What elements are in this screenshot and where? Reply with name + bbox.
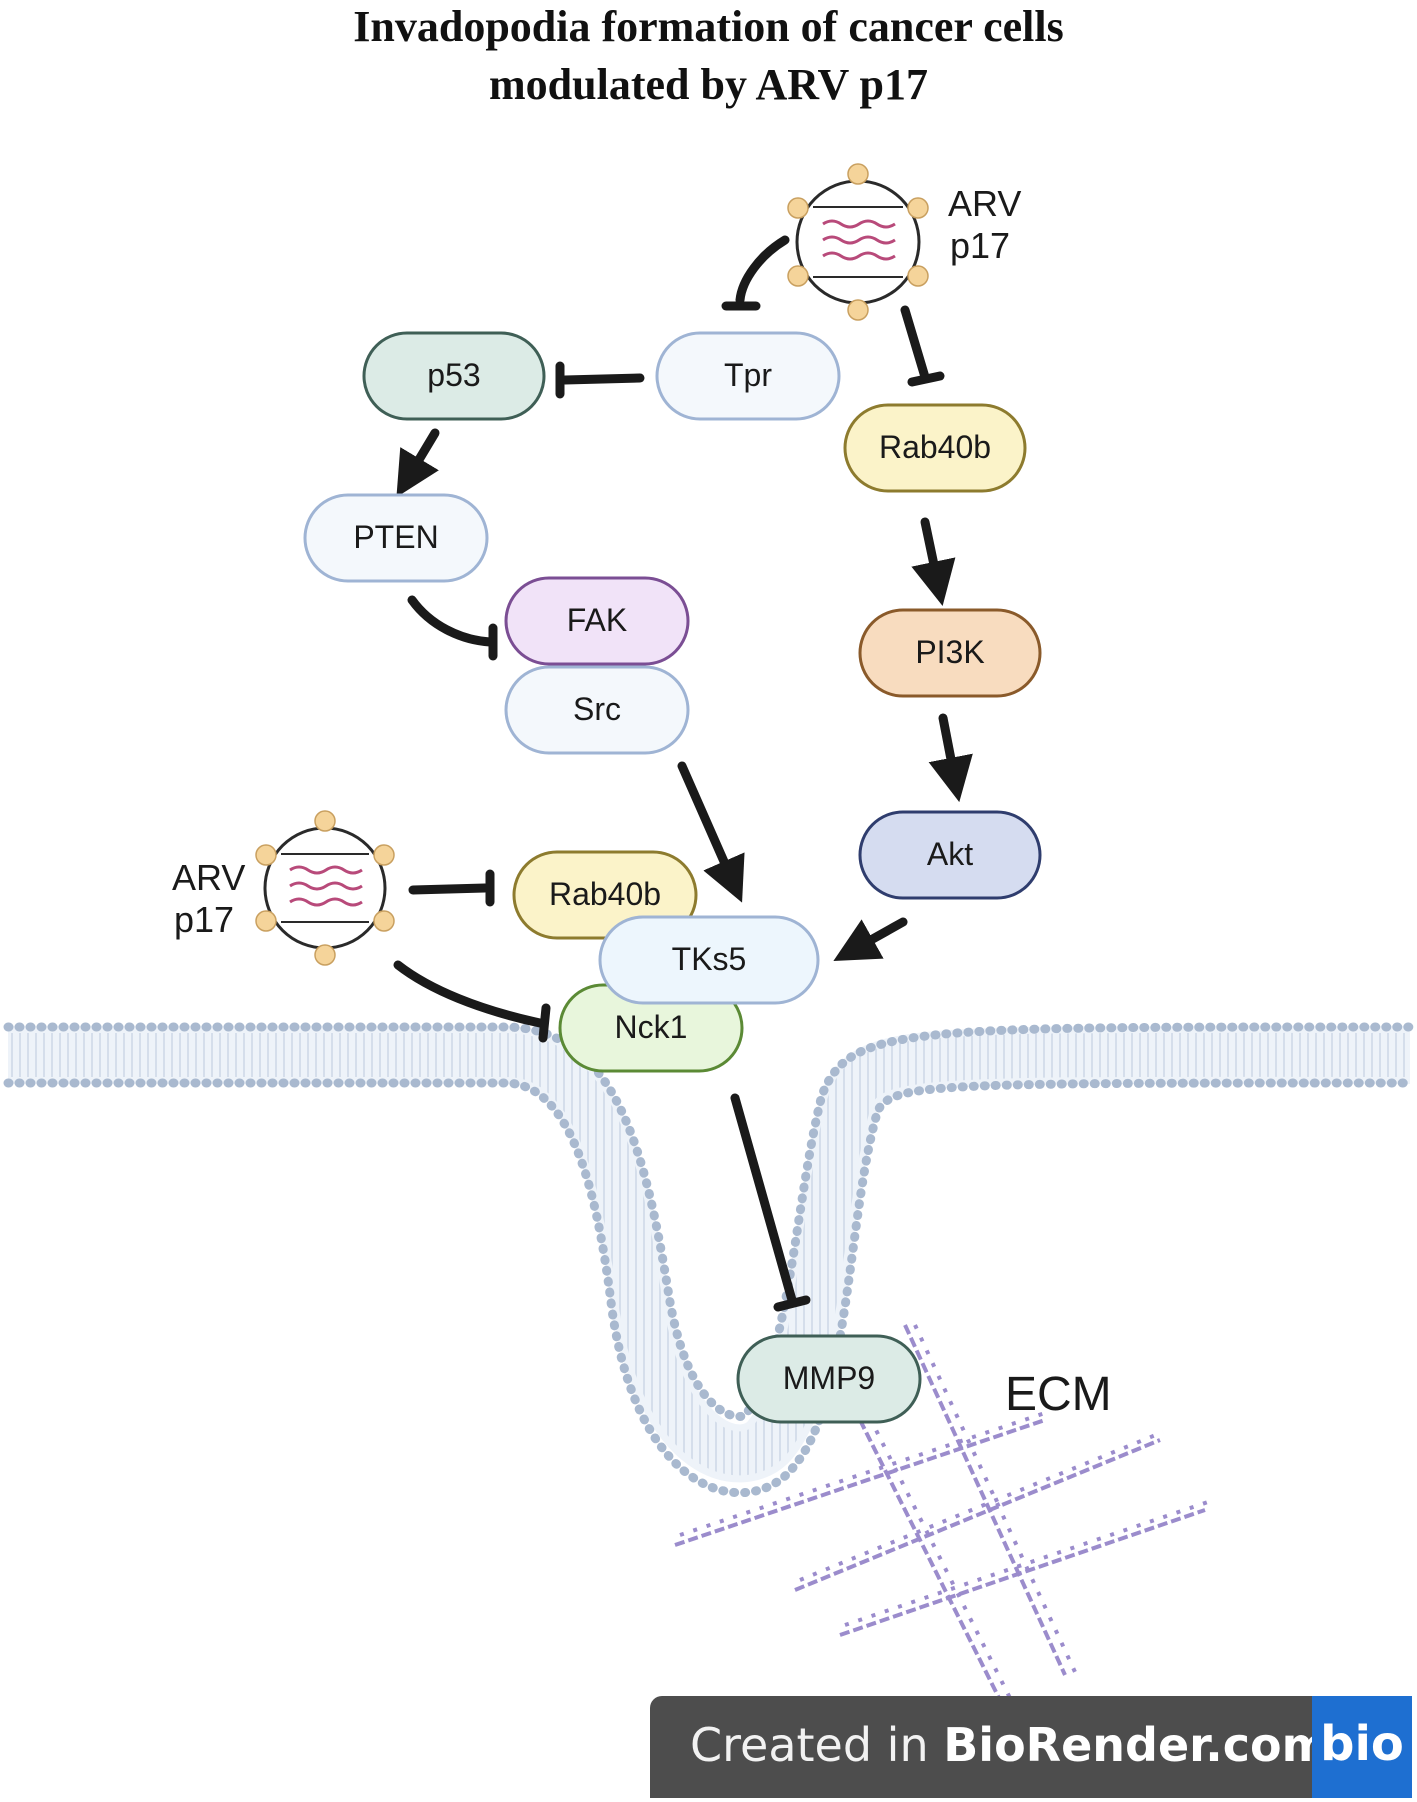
virus-label-top-line1: ARV <box>948 183 1021 224</box>
edge-akt-tks5 <box>833 917 908 961</box>
edge-src-tks5 <box>677 761 745 903</box>
inhibit-bar <box>538 1003 551 1043</box>
virus-label-bottom-line2: p17 <box>174 899 234 940</box>
node-tpr-label: Tpr <box>724 357 772 393</box>
edge-pten-fak <box>407 595 495 647</box>
virus-label-top-line2: p17 <box>950 225 1010 266</box>
node-rab40b-top-label: Rab40b <box>879 429 991 465</box>
node-pi3k-label: PI3K <box>915 634 984 670</box>
node-mmp9: MMP9 <box>736 1334 922 1424</box>
node-tks5-label: TKs5 <box>672 941 747 977</box>
edges <box>393 235 973 1312</box>
node-pten: PTEN <box>303 493 489 583</box>
node-pten-label: PTEN <box>353 519 438 555</box>
ecm-fibers <box>674 1324 1209 1701</box>
edge-p53-pten <box>396 428 440 498</box>
node-pi3k: PI3K <box>858 608 1042 698</box>
node-akt: Akt <box>858 810 1042 900</box>
edge-virus-rab40b <box>900 305 930 382</box>
node-nck1-label: Nck1 <box>615 1009 688 1045</box>
node-rab40b-top: Rab40b <box>843 403 1027 493</box>
ecm-label: ECM <box>1005 1368 1112 1421</box>
footer-prefix: Created in <box>690 1718 944 1772</box>
title-line-1: Invadopodia formation of cancer cells <box>353 2 1064 51</box>
node-nck1: Nck1 <box>558 983 744 1073</box>
inhibit-bar <box>907 371 945 387</box>
virus-label-bottom-line1: ARV <box>172 857 245 898</box>
title-line-2: modulated by ARV p17 <box>489 60 928 109</box>
node-fak: FAK <box>504 576 690 666</box>
cell-membrane <box>3 1022 1415 1498</box>
node-p53: p53 <box>362 331 546 421</box>
node-src: Src <box>504 665 690 755</box>
edge-tpr-p53 <box>560 373 645 385</box>
biorender-footer: Created in BioRender.com bio <box>650 1696 1412 1798</box>
arv-virus-icon <box>787 163 929 321</box>
edge-virus-tpr <box>735 235 790 305</box>
inhibit-bar <box>773 1295 811 1312</box>
node-src-label: Src <box>573 691 621 727</box>
node-akt-label: Akt <box>927 836 973 872</box>
node-p53-label: p53 <box>427 357 480 393</box>
footer-brand: BioRender.com <box>943 1718 1330 1772</box>
node-fak-label: FAK <box>567 602 627 638</box>
node-rab40b-bottom-label: Rab40b <box>549 876 661 912</box>
edge-virus-rab40b-bottom <box>408 883 490 895</box>
edge-rab40b-pi3k <box>911 517 956 607</box>
arv-virus-icon <box>255 810 395 966</box>
edge-pi3k-akt <box>928 713 973 803</box>
edge-nck1-mmp9 <box>730 1093 797 1305</box>
biorender-logo-icon: bio <box>1312 1696 1412 1798</box>
node-tpr: Tpr <box>655 331 841 421</box>
node-tks5: TKs5 <box>598 915 820 1005</box>
edge-virus-nck1 <box>393 960 545 1028</box>
footer-text: Created in BioRender.com <box>690 1718 1330 1772</box>
node-mmp9-label: MMP9 <box>783 1360 875 1396</box>
